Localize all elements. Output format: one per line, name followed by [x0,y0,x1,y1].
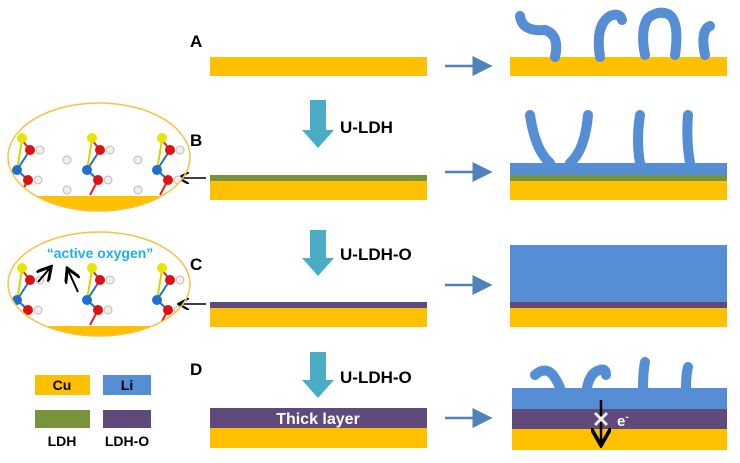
li-dendrites-a [515,7,715,62]
legend-swatch-ldho [103,410,151,428]
ldho-layer-d-result [512,409,727,429]
li-layer-b [510,163,727,175]
down-arrow-icon [302,100,334,148]
cu-substrate-d [210,428,427,448]
li-layer-c [510,245,727,302]
down-arrow-icon [302,352,334,398]
step-label-b: U-LDH [340,118,393,137]
cu-substrate-b [210,181,427,200]
panel-label-b: B [190,131,202,150]
cu-substrate-c-result [510,308,727,327]
electron-label: e- [617,412,629,430]
legend-label-li: Li [121,377,133,393]
cu-substrate-b-result [510,181,727,200]
step-label-c: U-LDH-O [340,245,412,264]
thick-layer-label: Thick layer [276,411,360,428]
panel-label-c: C [190,255,202,274]
li-layer-d [512,388,727,409]
li-dendrites-b [525,110,695,168]
legend-swatch-cu [35,375,90,395]
legend-swatch-li [103,375,151,395]
blocked-x-icon [593,411,609,427]
ldho-layer-c-result [510,302,727,308]
legend-label-ldh: LDH [48,433,77,449]
panel-label-a: A [190,32,202,51]
ldho-layer-c [210,302,427,308]
panel-label-d: D [190,360,202,379]
cu-substrate-d-result [512,429,727,450]
legend-swatch-ldh [35,410,90,428]
down-arrow-icon [302,230,334,276]
li-dendrites-d [530,357,693,393]
inset-ldho-structure: “active oxygen” [7,231,191,337]
inset-ldh-structure [7,102,191,212]
ldh-layer-b-result [510,175,727,181]
cu-substrate-c [210,308,427,327]
legend-label-ldho: LDH-O [105,433,149,449]
ldh-layer-b [210,175,427,181]
cu-substrate-a [210,57,427,76]
active-oxygen-label: “active oxygen” [47,245,154,261]
step-label-d: U-LDH-O [340,368,412,387]
legend: Cu Li LDH LDH-O [35,375,151,449]
cu-substrate-a-result [510,57,727,76]
ldho-thick-layer [210,408,427,428]
legend-label-cu: Cu [53,377,72,393]
